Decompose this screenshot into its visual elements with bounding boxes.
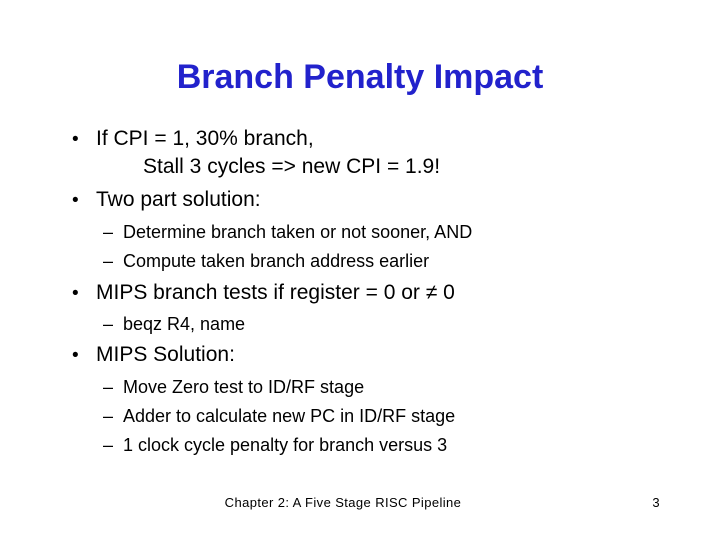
sub-bullet-line: –Compute taken branch address earlier [103,251,429,271]
sub-bullet-text: beqz R4, name [123,314,246,334]
dash-marker: – [103,435,114,455]
page-title: Branch Penalty Impact [176,58,544,96]
bullet-marker: • [72,190,79,211]
bullet-text: MIPS branch tests if register = 0 or ≠ 0 [96,281,455,304]
bullet-marker: • [72,345,79,366]
sub-bullet-line: –1 clock cycle penalty for branch versus… [103,435,447,455]
bullet-line: • MIPS branch tests if register = 0 or ≠ … [72,281,455,305]
sub-bullet-text: Adder to calculate new PC in ID/RF stage [123,406,456,426]
sub-bullet-line: –Determine branch taken or not sooner, A… [103,222,472,242]
slide-page-number: 3 [652,495,660,510]
bullet-line: • MIPS Solution: [72,343,235,367]
bullet-marker: • [72,129,79,150]
dash-marker: – [103,251,114,271]
sub-bullet-text: 1 clock cycle penalty for branch versus … [123,435,448,455]
bullet-line: • If CPI = 1, 30% branch, [72,127,314,151]
footer-chapter-label: Chapter 2: A Five Stage RISC Pipeline [224,495,462,510]
sub-bullet-line: –beqz R4, name [103,314,245,334]
continuation-line: Stall 3 cycles => new CPI = 1.9! [143,155,440,179]
sub-bullet-line: –Move Zero test to ID/RF stage [103,377,364,397]
dash-marker: – [103,377,114,397]
dash-marker: – [103,222,114,242]
sub-bullet-line: –Adder to calculate new PC in ID/RF stag… [103,406,455,426]
sub-bullet-text: Determine branch taken or not sooner, AN… [123,222,473,242]
dash-marker: – [103,406,114,426]
bullet-text: If CPI = 1, 30% branch, [96,127,314,150]
dash-marker: – [103,314,114,334]
sub-bullet-text: Move Zero test to ID/RF stage [123,377,365,397]
sub-bullet-text: Compute taken branch address earlier [123,251,430,271]
bullet-text: MIPS Solution: [96,343,235,366]
bullet-text: Stall 3 cycles => new CPI = 1.9! [143,155,441,178]
bullet-text: Two part solution: [96,188,261,211]
bullet-marker: • [72,283,79,304]
bullet-line: • Two part solution: [72,188,261,212]
